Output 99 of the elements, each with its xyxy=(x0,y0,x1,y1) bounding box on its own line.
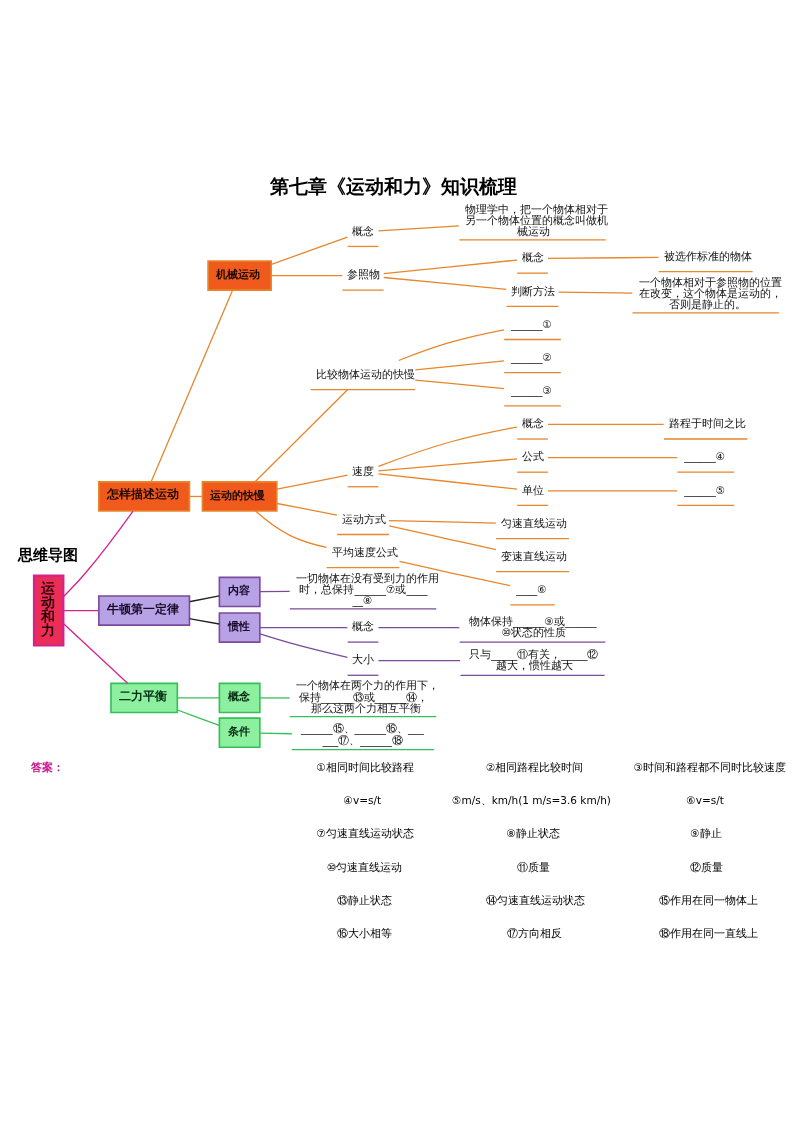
connector xyxy=(377,659,461,661)
connector xyxy=(547,256,660,259)
node-text: 概念 xyxy=(522,416,545,429)
node-text: ______② xyxy=(511,350,553,363)
node-box: 条件 xyxy=(218,716,261,748)
connector xyxy=(259,696,291,699)
node-text: 概念 xyxy=(522,250,545,263)
node-box: 牛顿第一定律 xyxy=(98,594,191,626)
node-text: 只与_____⑪有关，_____⑫越大，惯性越大 xyxy=(469,647,599,671)
connector xyxy=(398,560,511,586)
node-box: 概念 xyxy=(218,682,261,713)
node-box: 运动的快慢 xyxy=(201,480,278,512)
node-text: 物理学中，把一个物体相对于另一个物体位置的概念叫做机械运动 xyxy=(465,202,609,237)
node-text: 运动方式 xyxy=(341,512,386,525)
node-text: 变速直线运动 xyxy=(501,549,568,562)
label: ⑨静止 xyxy=(690,826,722,839)
connector xyxy=(383,258,518,274)
connector xyxy=(388,524,497,550)
diagram-title: 第七章《运动和力》知识梳理 xyxy=(270,174,518,198)
connector xyxy=(259,590,291,592)
node-text: ____⑥ xyxy=(516,582,547,595)
node-text: ______④ xyxy=(684,449,726,462)
label: ⑦匀速直线运动状态 xyxy=(316,826,414,839)
connector xyxy=(189,617,220,625)
node-text: 物体保持______⑨或______⑩状态的性质 xyxy=(469,614,597,638)
connector xyxy=(398,328,505,361)
connector xyxy=(276,473,349,490)
connector xyxy=(377,457,518,472)
node-text: 一个物体在两个力的作用下，保持______⑬或______⑭，那么这两个力相互平衡 xyxy=(295,678,439,714)
connector xyxy=(150,289,234,482)
label: ④v=s/t xyxy=(343,793,382,806)
label: 答案： xyxy=(31,759,65,774)
label: ⑫质量 xyxy=(689,860,723,873)
connector xyxy=(377,425,518,467)
node-text: 被选作标准的物体 xyxy=(664,249,753,262)
connector xyxy=(377,472,518,490)
connector xyxy=(558,290,633,294)
connector xyxy=(414,359,505,371)
node-text: ______① xyxy=(511,317,553,330)
node-text: ______⑮、______⑯、______⑰、______⑱ xyxy=(301,721,424,746)
node-text: ______⑤ xyxy=(684,483,726,496)
connector xyxy=(377,626,460,628)
connector xyxy=(276,502,338,516)
label: ⑮作用在同一物体上 xyxy=(659,893,759,906)
node-box: 运动和力 xyxy=(32,574,65,647)
label: ⑪质量 xyxy=(516,860,550,873)
label: ⑯大小相等 xyxy=(337,926,393,939)
node-text: 单位 xyxy=(522,483,545,496)
label: ⑱作用在同一直线上 xyxy=(659,926,759,939)
connector xyxy=(259,632,349,658)
connector xyxy=(383,276,507,290)
label: ③时间和路程都不同时比较速度 xyxy=(633,760,787,773)
label: ②相同路程比较时间 xyxy=(486,760,584,773)
label: ⑬静止状态 xyxy=(337,893,393,906)
label: ⑰方向相反 xyxy=(506,926,562,939)
label: ⑥v=s/t xyxy=(686,793,724,806)
connector xyxy=(259,731,293,734)
connector xyxy=(414,378,505,389)
node-box: 惯性 xyxy=(218,611,261,643)
node-box: 二力平衡 xyxy=(110,682,179,713)
label: ①相同时间比较路程 xyxy=(316,760,414,773)
node-text: 速度 xyxy=(352,464,375,477)
label: 思维导图 xyxy=(17,545,78,564)
node-box: 机械运动 xyxy=(207,259,272,291)
node-text: 比较物体运动的快慢 xyxy=(316,367,416,380)
node-text: 判断方法 xyxy=(511,284,556,296)
label: ⑭匀速直线运动状态 xyxy=(486,893,585,906)
label: ⑧静止状态 xyxy=(506,826,561,839)
node-text: 匀速直线运动 xyxy=(501,516,568,529)
node-text: 路程于时间之比 xyxy=(669,416,747,429)
node-text: 概念 xyxy=(352,619,375,632)
connector xyxy=(270,236,349,265)
connector xyxy=(62,510,134,597)
node-text: 参照物 xyxy=(347,267,381,280)
connector xyxy=(377,224,460,232)
node-text: ______③ xyxy=(511,383,553,396)
connector xyxy=(254,388,349,482)
label: ⑩匀速直线运动 xyxy=(327,860,403,873)
node-box: 内容 xyxy=(218,576,261,607)
connector xyxy=(259,626,348,628)
node-box: 怎样描述运动 xyxy=(98,480,191,512)
connector xyxy=(547,489,678,491)
connector xyxy=(388,519,497,524)
connector xyxy=(547,456,678,458)
node-text: 一个物体相对于参照物的位置在改变，这个物体是运动的，否则是静止的。 xyxy=(638,275,782,310)
connector xyxy=(547,423,665,425)
connector xyxy=(270,274,343,276)
connector xyxy=(176,696,220,699)
node-text: 一切物体在没有受到力的作用时，总保持______⑦或______⑧ xyxy=(295,571,439,606)
connector xyxy=(189,594,220,602)
connector xyxy=(62,609,100,611)
connector xyxy=(176,708,220,726)
node-text: 公式 xyxy=(522,449,545,462)
node-text: 平均速度公式 xyxy=(331,545,398,558)
node-text: 概念 xyxy=(352,224,375,237)
connector xyxy=(62,622,129,684)
node-text: 大小 xyxy=(352,652,375,665)
label: ⑤m/s、km/h(1 m/s=3.6 km/h) xyxy=(452,793,611,806)
connector xyxy=(254,509,328,548)
